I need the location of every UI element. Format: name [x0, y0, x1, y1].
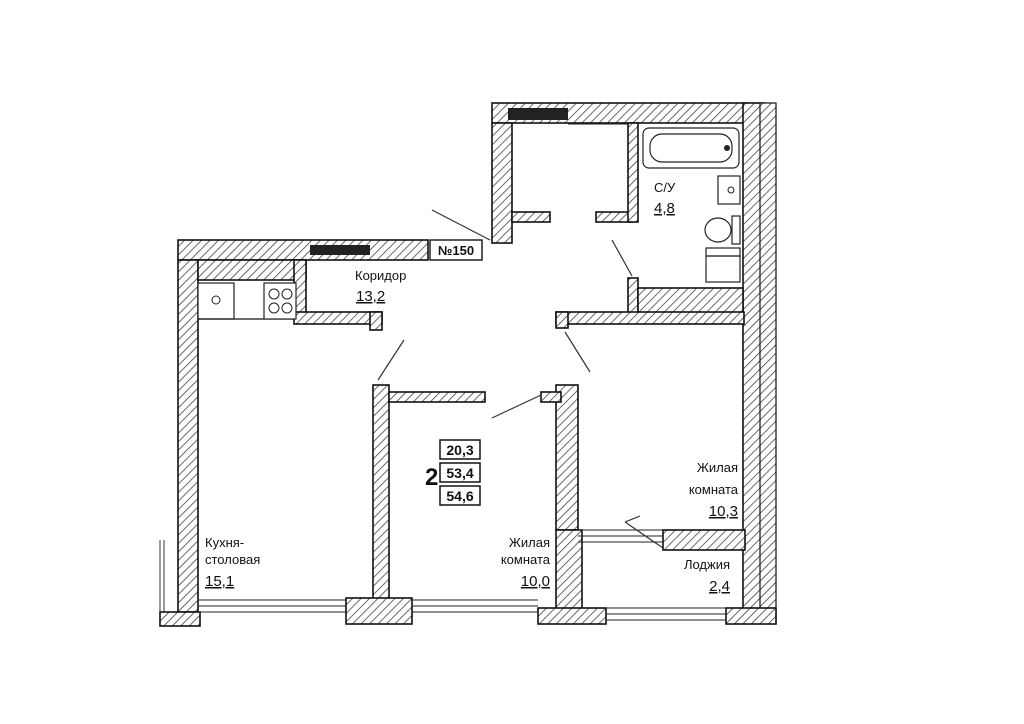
room-name: С/У: [654, 180, 676, 195]
room-living-1: Жилая комната 10,0: [501, 535, 551, 590]
walls: [159, 102, 777, 627]
sink-icon: [717, 175, 741, 205]
rooms-count: 2: [425, 464, 438, 491]
windows: [159, 123, 726, 621]
room-loggia: Лоджия 2,4: [684, 557, 730, 595]
stove-icon: [263, 282, 297, 320]
room-area: 2,4: [709, 578, 730, 595]
room-name-line1: Кухня-: [205, 535, 244, 550]
total-area-without-loggia: 53,4: [446, 465, 473, 481]
room-area: 13,2: [356, 288, 385, 305]
room-area: 15,1: [205, 573, 234, 590]
total-area: 54,6: [446, 488, 473, 504]
living-area: 20,3: [446, 442, 473, 458]
washing-machine-icon: [705, 247, 741, 283]
doors: [377, 209, 664, 549]
apartment-number-tag: №150: [429, 239, 483, 261]
room-living-2: Жилая комната 10,3: [689, 460, 739, 520]
room-name-line2: комната: [501, 552, 551, 567]
kitchen-sink-icon: [197, 282, 294, 320]
room-area: 10,0: [521, 573, 550, 590]
room-name-line1: Жилая: [509, 535, 550, 550]
room-area: 10,3: [709, 503, 738, 520]
room-bathroom: С/У 4,8: [654, 180, 676, 217]
toilet-icon: [704, 215, 741, 245]
room-kitchen: Кухня- столовая 15,1: [205, 535, 260, 590]
room-name-line2: комната: [689, 482, 739, 497]
room-name-line2: столовая: [205, 552, 260, 567]
room-name: Коридор: [355, 268, 406, 283]
room-corridor: Коридор 13,2: [355, 268, 406, 305]
area-summary: 2 20,3 53,4 54,6: [425, 439, 481, 506]
room-name-line1: Жилая: [697, 460, 738, 475]
apartment-number: №150: [438, 243, 474, 258]
room-name: Лоджия: [684, 557, 730, 572]
room-area: 4,8: [654, 200, 675, 217]
bathtub-icon: [642, 127, 740, 169]
